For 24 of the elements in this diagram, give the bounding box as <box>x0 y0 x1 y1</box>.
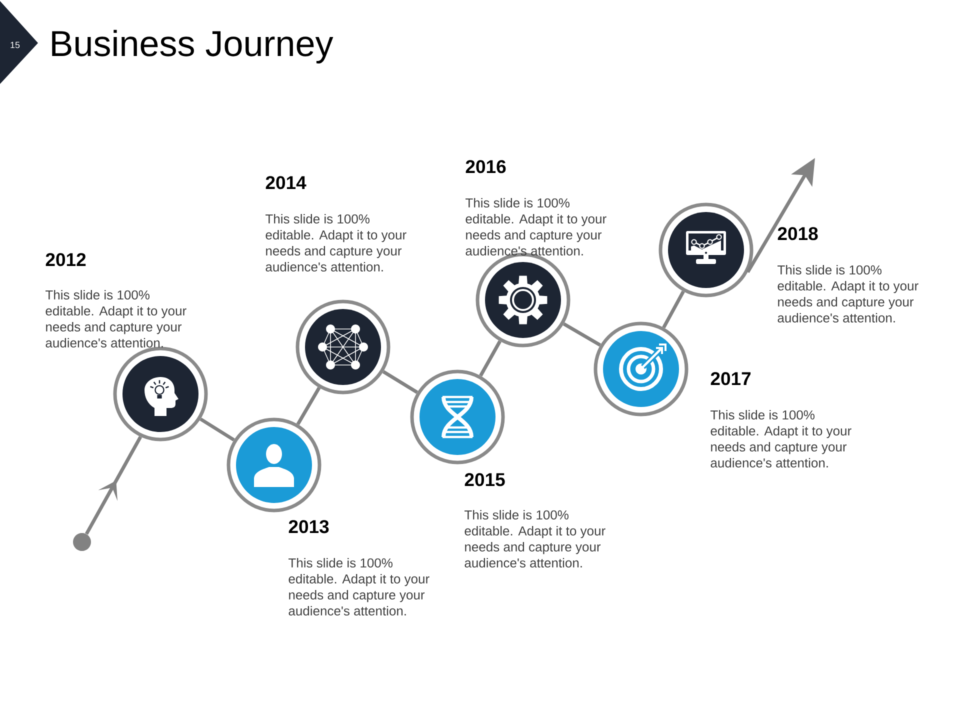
connector-line <box>382 370 418 394</box>
description-text: This slide is 100% editable. Adapt it to your needs and capture your audience's attention. <box>710 410 852 468</box>
start-dot <box>73 533 91 551</box>
year-label: 2014 <box>266 176 306 190</box>
arrow <box>84 436 142 535</box>
connector-line <box>200 418 235 442</box>
year-label: 2018 <box>778 227 818 240</box>
page-number: 15 <box>10 42 20 48</box>
year-label: 2016 <box>466 160 506 174</box>
year-label: 2013 <box>288 520 329 534</box>
connector-line <box>296 386 321 426</box>
connector-line <box>662 290 685 328</box>
description-text: This slide is 100% editable. Adapt it to your needs and capture your audience's attention. <box>288 558 430 616</box>
title: Business Journey <box>52 30 334 64</box>
connector-line <box>562 322 602 347</box>
connector-line <box>479 340 502 377</box>
year-label: 2012 <box>46 253 86 266</box>
description-text: This slide is 100% editable. Adapt it to your needs and capture your audience's attention. <box>778 265 918 323</box>
description-text: This slide is 100% editable. Adapt it to your needs and capture your audience's attention. <box>464 510 606 568</box>
description-text: This slide is 100% editable. Adapt it to your needs and capture your audience's attention. <box>46 290 186 348</box>
year-label: 2017 <box>710 372 751 386</box>
year-label: 2015 <box>464 473 505 486</box>
description-text: This slide is 100% editable. Adapt it to your needs and capture your audience's attention. <box>266 214 406 272</box>
description-text: This slide is 100% editable. Adapt it to your needs and capture your audience's attention. <box>466 198 606 256</box>
